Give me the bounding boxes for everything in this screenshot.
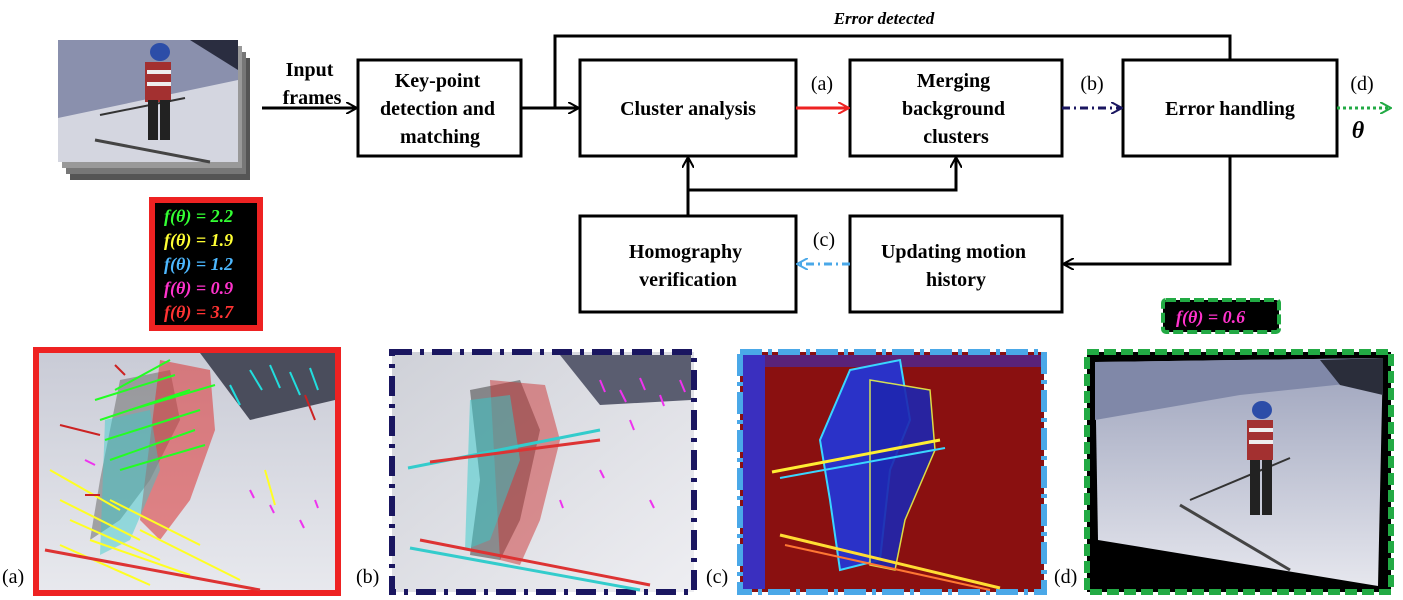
svg-text:Merging background: Merging background clusters [902,70,1010,148]
panel-label-a: (a) [2,566,24,588]
edge-label-a: (a) [811,73,833,95]
svg-text:Homography verification: Homography verification [629,241,747,291]
panel-b-merged-background [389,349,697,595]
theta-output-label: θ [1352,118,1365,144]
svg-text:f(θ) = 1.9: f(θ) = 1.9 [164,230,233,251]
edge-error-detected-loop [553,34,1232,108]
panel-label-b: (b) [356,566,379,588]
edge-error-to-updating [1064,156,1232,264]
node-homography-verification: Homography verification [578,214,798,314]
svg-text:Cluster analysis: Cluster analysis [620,98,756,120]
node-merging-background-clusters: Merging background clusters [848,58,1064,158]
svg-text:f(θ) = 2.2: f(θ) = 2.2 [164,206,233,227]
edge-label-b: (b) [1080,73,1103,95]
final-score-box: f(θ) = 0.6 [1161,298,1281,334]
node-cluster-analysis: Cluster analysis [578,58,798,158]
svg-text:f(θ) = 0.6: f(θ) = 0.6 [1176,307,1245,328]
panel-label-c: (c) [706,566,728,588]
svg-text:f(θ) = 0.9: f(θ) = 0.9 [164,278,233,299]
svg-text:f(θ) = 1.2: f(θ) = 1.2 [164,254,233,275]
candidate-scores-box: f(θ) = 2.2 f(θ) = 1.9 f(θ) = 1.2 f(θ) = … [149,197,263,331]
edge-label-c: (c) [813,229,835,251]
svg-text:f(θ) = 3.7: f(θ) = 3.7 [164,302,234,323]
svg-text:Updating motion history: Updating motion history [881,241,1031,291]
node-error-handling: Error handling [1121,58,1339,158]
input-frames-thumbnail [58,40,250,180]
edge-label-d: (d) [1350,73,1373,95]
panel-c-homography-error-map [737,349,1047,595]
node-updating-motion-history: Updating motion history [848,214,1064,314]
panel-d-stabilized-frame [1084,349,1394,595]
input-frames-label: Input frames [283,59,342,109]
node-keypoint-detection: Key-point detection and matching [356,58,523,158]
panel-label-d: (d) [1054,566,1077,588]
error-detected-label: Error detected [833,9,935,28]
svg-text:Key-point detection and: Key-point detection and matching [380,70,500,148]
svg-text:Error handling: Error handling [1165,98,1295,120]
panel-a-keypoint-clusters [33,347,341,596]
edge-homography-feedback [688,158,956,216]
